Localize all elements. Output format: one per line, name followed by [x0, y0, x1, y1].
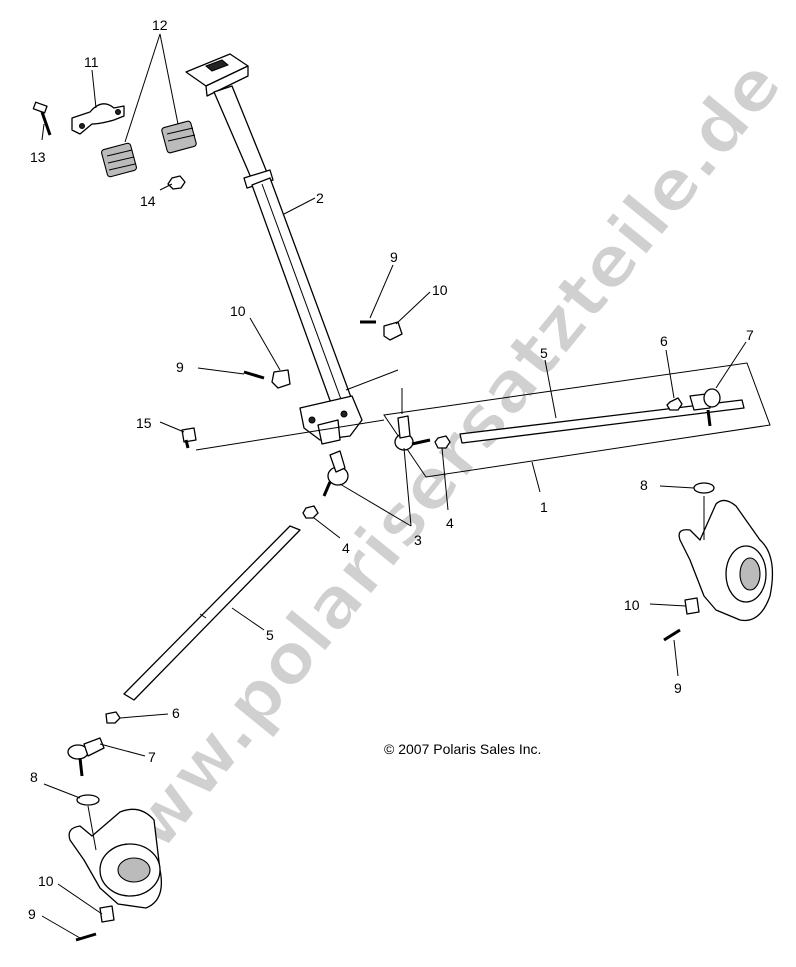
watermark-text: www.polarisersatzteile.de	[69, 43, 796, 916]
label-1: 1	[540, 499, 548, 515]
bolt-15	[181, 427, 197, 449]
label-5-left: 5	[266, 627, 274, 643]
leader-lines	[41, 33, 747, 939]
label-4-upper: 4	[446, 515, 454, 531]
label-8-right: 8	[640, 477, 648, 493]
label-7-left: 7	[148, 749, 156, 765]
label-10-top: 10	[432, 282, 448, 298]
washer-8-right	[693, 482, 715, 494]
label-5-right: 5	[540, 345, 548, 361]
watermark: www.polarisersatzteile.de	[68, 42, 796, 917]
label-9-top: 9	[390, 249, 398, 265]
label-9-bottom: 9	[28, 906, 36, 922]
label-13: 13	[30, 149, 46, 165]
label-10-right: 10	[624, 597, 640, 613]
bushings	[101, 120, 197, 178]
label-4-lower: 4	[342, 540, 350, 556]
tie-rod-5-left	[123, 525, 301, 701]
label-8-left: 8	[30, 769, 38, 785]
label-6-right: 6	[660, 333, 668, 349]
label-6-left: 6	[172, 705, 180, 721]
callout-labels: 12 11 13 14 2 9 10 10 9 15 5 6 7 8 1 4 3…	[28, 17, 754, 922]
cotter-pin-9-right	[663, 628, 681, 642]
label-14: 14	[140, 193, 156, 209]
tie-rod-end-3-upper	[394, 415, 431, 451]
nut-6-right	[666, 397, 683, 411]
castle-nut-10-right	[684, 597, 700, 615]
label-15: 15	[136, 415, 152, 431]
castle-nut-10-bottom	[99, 905, 115, 923]
cotter-pin-9-bottom	[75, 932, 97, 942]
tie-rod-end-3-lower	[322, 450, 349, 497]
clamp-bracket	[71, 103, 125, 135]
bolt-13	[32, 101, 52, 136]
label-7-right: 7	[746, 327, 754, 343]
tie-rod-5-right	[459, 399, 745, 444]
label-9-left: 9	[176, 359, 184, 375]
label-11: 11	[84, 54, 99, 70]
label-10-bottom: 10	[38, 873, 54, 889]
cotter-pin-9-left	[243, 370, 265, 380]
copyright-notice: © 2007 Polaris Sales Inc.	[384, 741, 541, 757]
castle-nut-10-left	[271, 369, 291, 389]
jam-nut-4-upper	[434, 435, 451, 449]
tie-rod-assembly-box	[383, 362, 771, 478]
label-10-left: 10	[230, 303, 246, 319]
nut-6-left	[105, 711, 121, 724]
nut-14	[167, 175, 186, 190]
steering-knuckle-left	[68, 805, 163, 909]
label-2: 2	[316, 190, 324, 206]
steering-post	[185, 53, 363, 445]
tie-rod-end-7-right	[689, 388, 721, 427]
label-9-right: 9	[674, 680, 682, 696]
label-12: 12	[152, 17, 168, 33]
steering-knuckle-right	[678, 496, 774, 622]
tie-rod-end-7-left	[67, 737, 105, 777]
washer-8-left	[76, 794, 100, 806]
castle-nut-10-top	[383, 321, 403, 341]
label-3: 3	[414, 532, 422, 548]
jam-nut-4-lower	[302, 505, 319, 519]
